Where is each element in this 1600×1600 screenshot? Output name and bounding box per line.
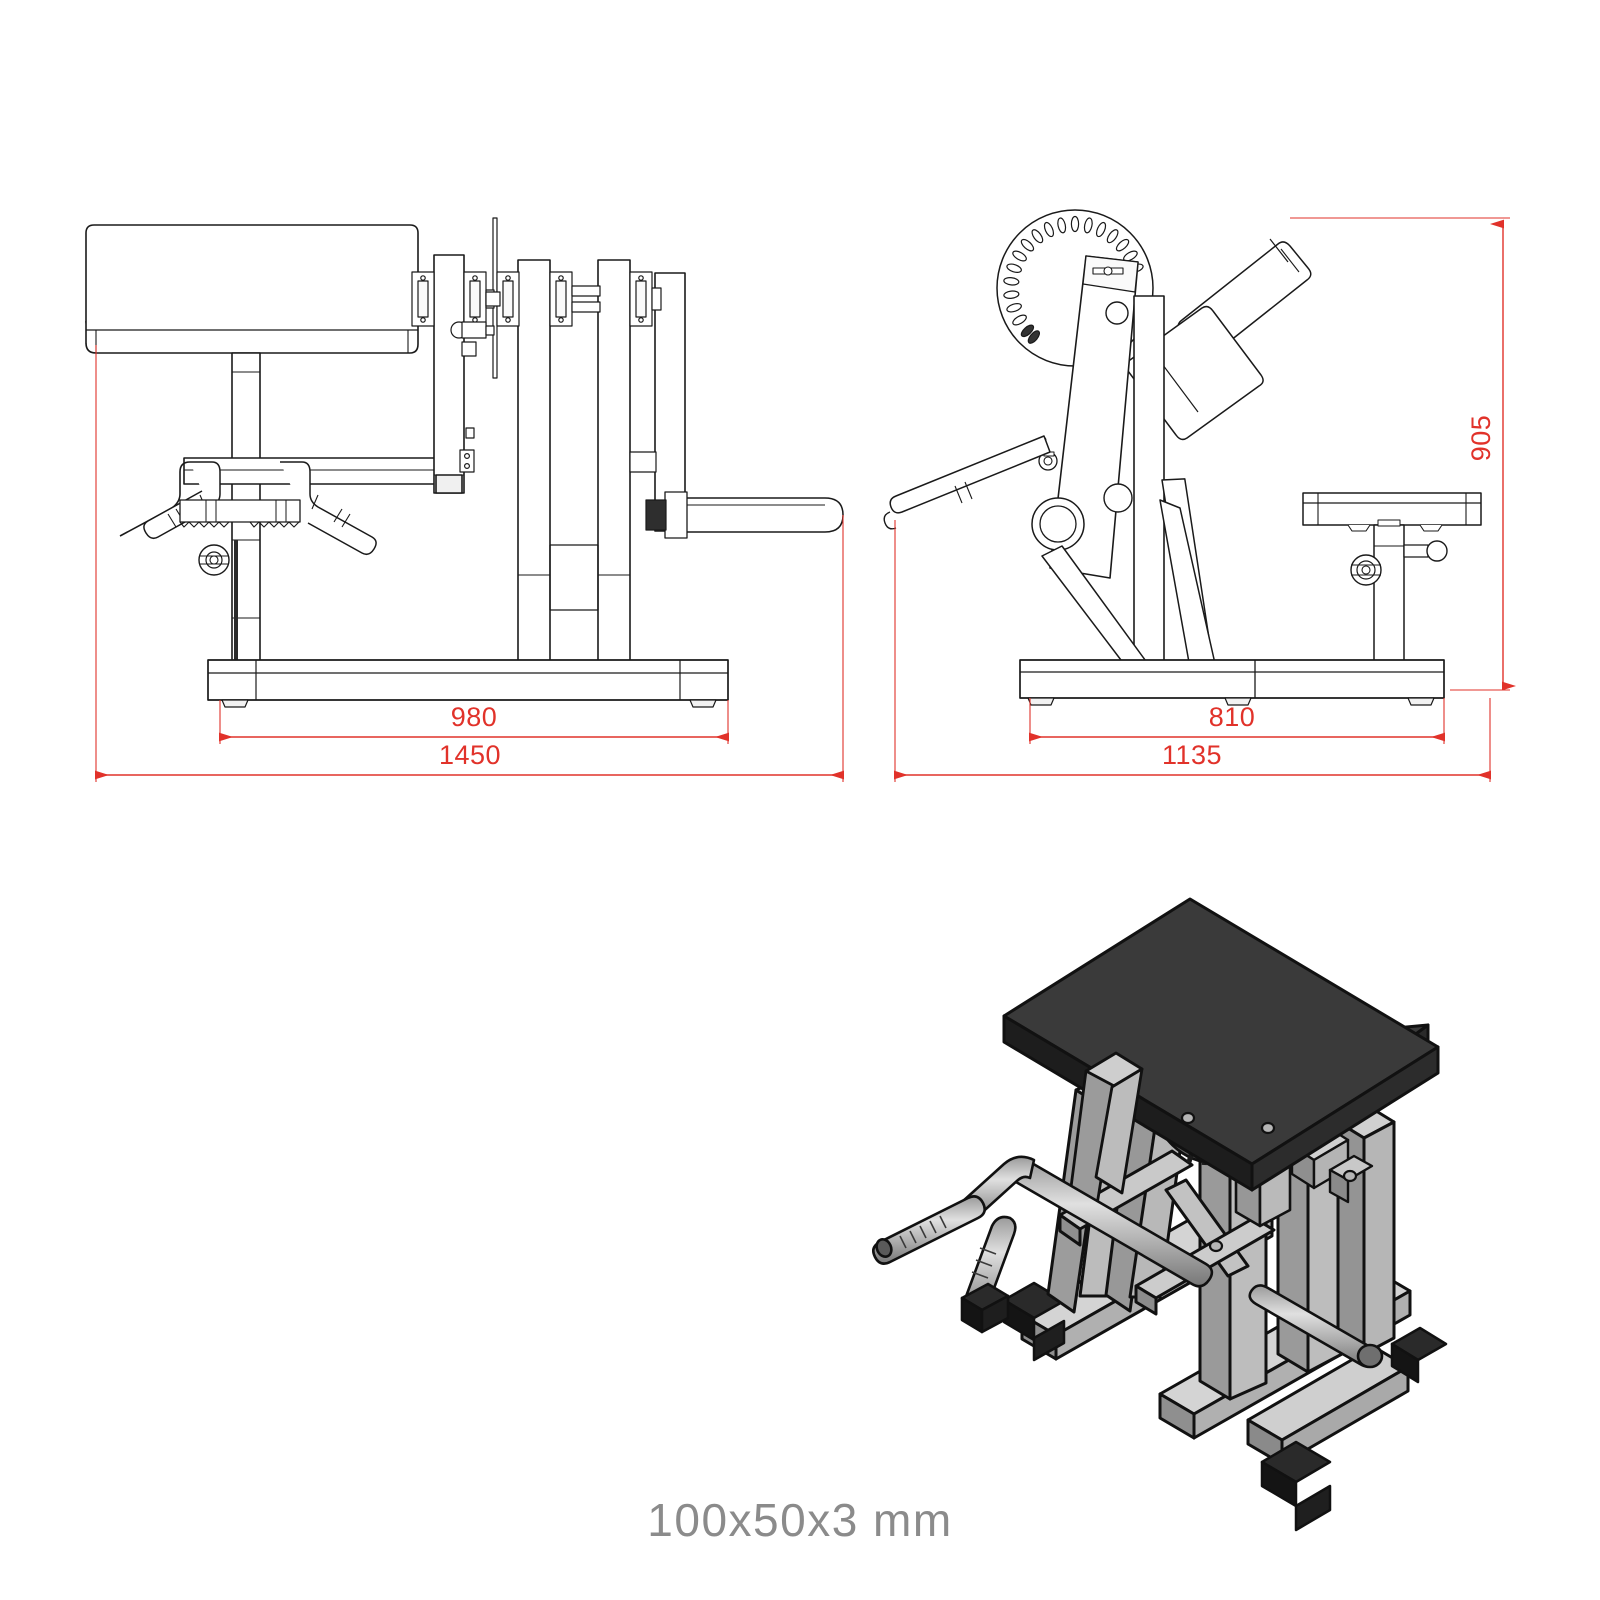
side-swing-arm	[1031, 255, 1139, 579]
iso-pivot-hardware	[1180, 1111, 1358, 1253]
front-adjustment-knob	[198, 544, 230, 576]
dim-label-980: 980	[451, 702, 498, 732]
side-base-frame	[1019, 659, 1445, 706]
isometric-view	[872, 897, 1448, 1532]
iso-lower-brace	[1134, 1216, 1276, 1316]
front-pivot-bearings	[411, 271, 662, 327]
side-view-dimensions: 810 1135 905	[894, 217, 1516, 782]
side-pull-pin	[1403, 540, 1448, 562]
dim-label-1135: 1135	[1162, 740, 1222, 770]
side-handle-bar	[883, 435, 1051, 530]
iso-curved-handle-bar	[872, 1155, 1214, 1334]
side-seat-post	[1373, 519, 1405, 666]
dim-label-1450: 1450	[439, 740, 501, 770]
front-view-dimensions: 980 1450	[95, 345, 844, 782]
front-upright-mid	[517, 259, 631, 669]
dim-label-810: 810	[1209, 702, 1256, 732]
front-cross-tube	[183, 457, 447, 485]
iso-weight-plate-bar	[1248, 1284, 1384, 1369]
side-pivot-knob	[1038, 436, 1058, 471]
front-latch-details	[450, 321, 495, 473]
iso-pad-support-posts	[1068, 1051, 1144, 1213]
front-view	[85, 217, 844, 708]
side-seat-pad	[1302, 492, 1482, 532]
front-handle-bracket	[179, 499, 301, 528]
front-handle-bars	[119, 461, 377, 556]
material-spec-caption: 100x50x3 mm	[647, 1494, 953, 1546]
dim-label-905: 905	[1466, 415, 1496, 462]
front-upright-left	[433, 254, 465, 494]
side-main-upright	[1133, 295, 1165, 669]
side-view	[883, 209, 1482, 706]
front-base-frame	[207, 659, 729, 708]
front-chest-pad	[85, 224, 419, 354]
iso-rubber-feet	[1002, 1281, 1448, 1532]
side-seat-adjustment-knob	[1350, 554, 1382, 586]
